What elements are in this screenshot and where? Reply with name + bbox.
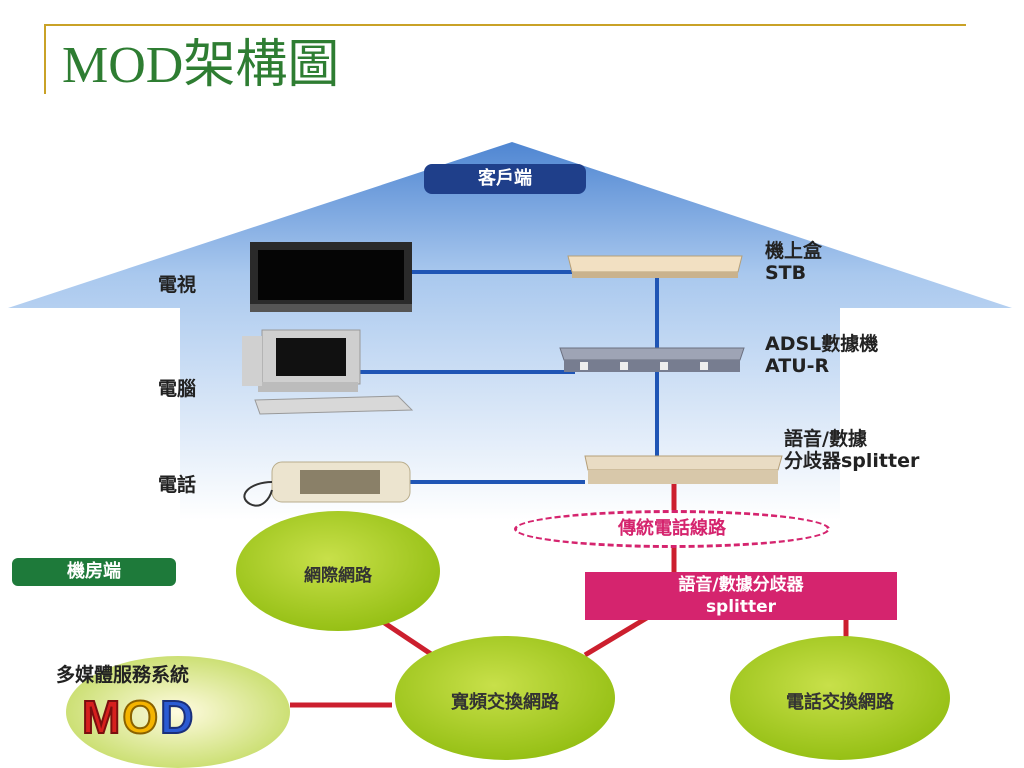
tv-label: 電視 xyxy=(158,274,197,296)
modem-label: ADSL數據機 ATU-R xyxy=(765,333,878,377)
mod-logo-m: M xyxy=(81,690,121,744)
stb-label: 機上盒 STB xyxy=(765,240,822,284)
stb-label-line2: STB xyxy=(765,262,807,284)
client-splitter-label-line1: 語音/數據 xyxy=(784,428,867,450)
internet-circle xyxy=(236,511,440,631)
broadband-circle xyxy=(395,636,615,760)
title-accent-bar xyxy=(44,24,46,94)
multimedia-label: 多媒體服務系統 xyxy=(56,664,190,686)
telephone-icon xyxy=(243,461,411,507)
computer-icon xyxy=(242,329,414,415)
client-side-header: 客戶端 xyxy=(424,164,586,194)
internet-label: 網際網路 xyxy=(304,566,372,586)
server-splitter-line2: splitter xyxy=(705,597,777,617)
phone-label: 電話 xyxy=(158,474,197,496)
modem-label-line1: ADSL數據機 xyxy=(765,333,879,355)
mod-logo-o: O xyxy=(121,690,159,744)
house-shape xyxy=(8,142,1012,520)
mod-logo-d: D xyxy=(159,690,194,744)
client-splitter-device xyxy=(584,455,783,484)
server-splitter-line1: 語音/數據分歧器 xyxy=(678,575,804,595)
pc-label: 電腦 xyxy=(158,378,197,400)
client-splitter-label: 語音/數據 分歧器splitter xyxy=(784,428,919,472)
mod-logo: M O D xyxy=(81,690,194,744)
broadband-label: 寬頻交換網路 xyxy=(451,692,559,713)
server-side-header: 機房端 xyxy=(12,558,176,586)
traditional-line-label: 傳統電話線路 xyxy=(514,510,830,548)
adsl-modem-device xyxy=(559,347,745,372)
client-splitter-label-line2: 分歧器splitter xyxy=(784,450,920,472)
stb-device xyxy=(567,255,743,278)
tv-icon xyxy=(250,242,412,312)
stb-label-line1: 機上盒 xyxy=(765,240,823,262)
slide-title: MOD架構圖 xyxy=(62,37,340,94)
title-rule xyxy=(44,24,966,26)
mod-circle xyxy=(66,656,290,768)
telephone-network-circle xyxy=(730,636,950,760)
modem-label-line2: ATU-R xyxy=(765,355,830,377)
telephone-network-label: 電話交換網路 xyxy=(786,692,894,713)
server-splitter-box: 語音/數據分歧器 splitter xyxy=(585,572,897,620)
